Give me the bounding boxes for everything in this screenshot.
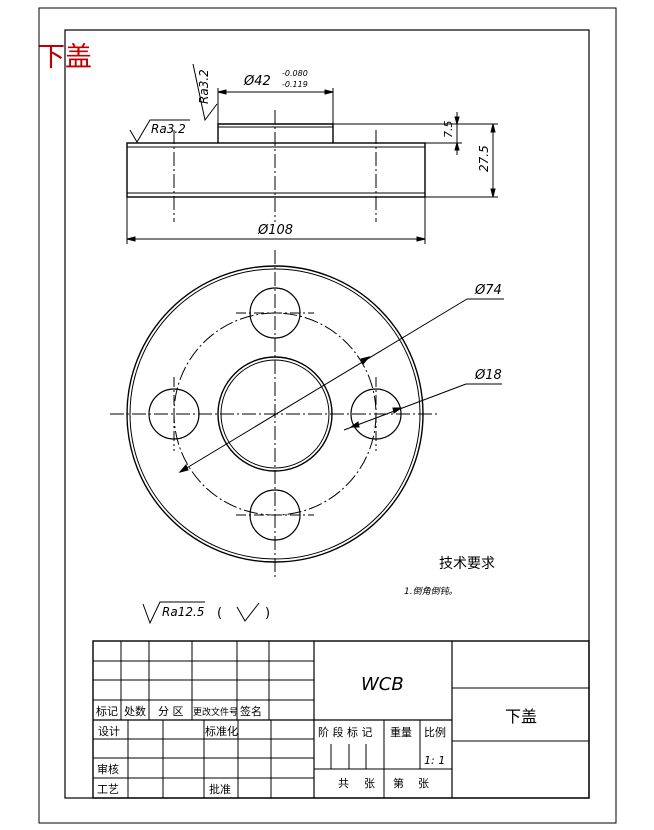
label-process: 工艺: [97, 783, 119, 796]
label-no: 第: [393, 776, 404, 790]
label-review: 审核: [97, 762, 119, 776]
label-stage-mark: 阶 段 标 记: [318, 725, 373, 739]
label-mark: 标记: [96, 704, 118, 718]
tech-heading: 技术要求: [439, 556, 495, 572]
scale-value: 1: 1: [424, 754, 445, 767]
label-zone: 分 区: [158, 705, 184, 718]
dim-d42-lower: -0.119: [282, 80, 308, 89]
outer-border: [38, 7, 617, 824]
roughness-top: Ra3.2: [197, 69, 211, 104]
label-approve: 批准: [209, 782, 231, 796]
roughness-side: Ra3.2: [151, 122, 186, 136]
title-block: [92, 640, 590, 799]
label-total: 共: [338, 777, 349, 790]
dim-d74: Ø74: [474, 283, 502, 298]
label-weight: 重量: [390, 725, 412, 739]
tech-item-1: 1.倒角倒钝。: [404, 586, 458, 597]
dim-d18: Ø18: [474, 368, 502, 383]
roughness-general: Ra12.5: [162, 605, 204, 619]
material: WCB: [361, 674, 404, 695]
label-design: 设计: [98, 725, 120, 738]
label-scale: 比例: [424, 725, 446, 739]
label-standard: 标准化: [205, 724, 238, 738]
label-doc-no: 更改文件号: [193, 706, 238, 718]
dim-d108: Ø108: [257, 223, 293, 238]
dim-d42: Ø42: [243, 74, 271, 89]
top-view: [110, 250, 504, 625]
dim-h7-5: 7.5: [442, 121, 455, 139]
label-count: 处数: [124, 705, 146, 718]
roughness-paren-close: ): [265, 606, 270, 621]
label-sheets: 张: [364, 777, 375, 790]
label-sign: 签名: [240, 704, 262, 718]
label-sheet: 张: [418, 777, 429, 790]
front-view: [126, 63, 498, 244]
dim-h27-5: 27.5: [477, 145, 491, 172]
dim-d42-upper: -0.080: [282, 69, 308, 78]
title-mark: 下盖: [38, 42, 92, 73]
part-name: 下盖: [505, 707, 537, 726]
roughness-paren-open: (: [217, 606, 222, 621]
